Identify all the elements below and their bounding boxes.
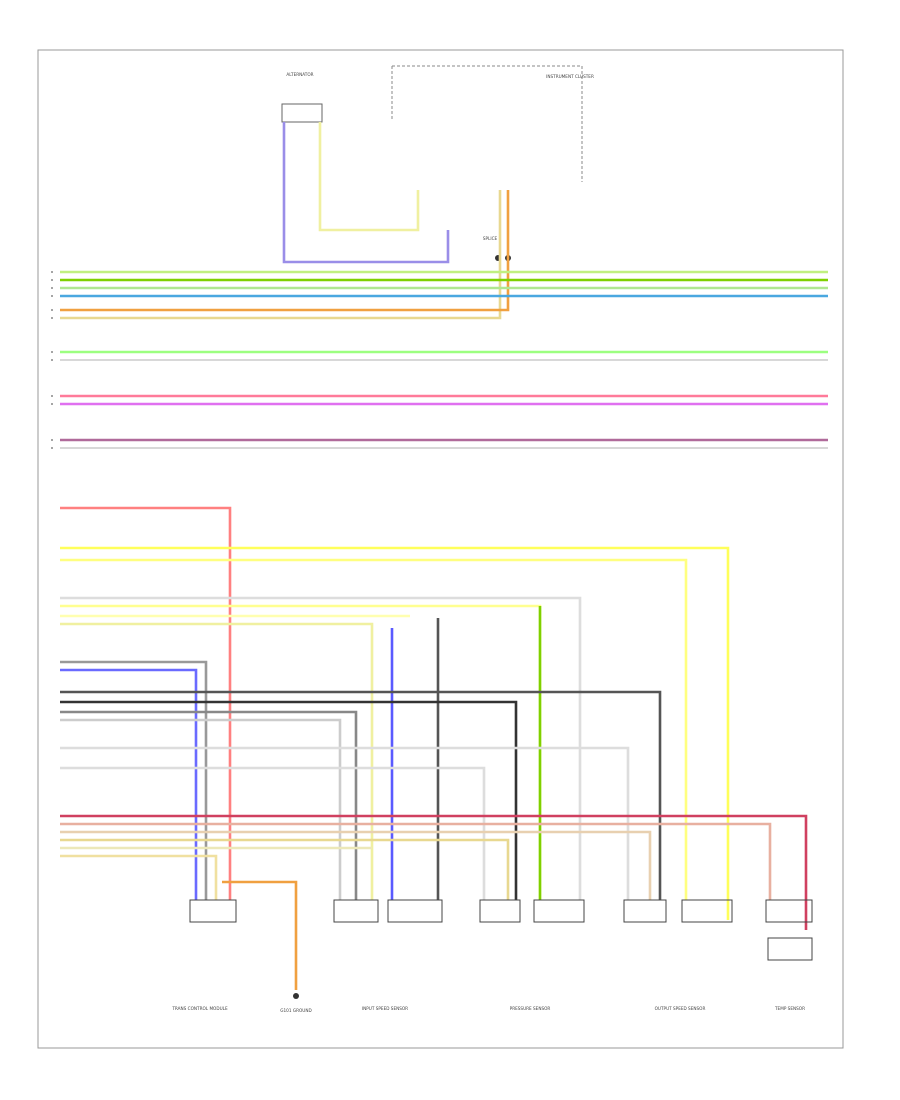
bus-wires <box>60 270 828 449</box>
diagram-frame <box>37 49 844 1049</box>
component-label-c5: OUTPUT SPEED SENSOR <box>655 1006 706 1011</box>
harness-wires <box>60 506 808 990</box>
splice-label: SPLICE <box>483 236 498 241</box>
top-wires <box>60 122 510 320</box>
component-label-c1: TRANS CONTROL MODULE <box>171 1006 228 1011</box>
alternator-label: ALTERNATOR <box>286 72 313 77</box>
component-label-c2: G101 GROUND <box>280 1008 311 1013</box>
instrument-cluster-label: INSTRUMENT CLUSTER <box>546 74 594 79</box>
component-label-c4: PRESSURE SENSOR <box>510 1006 551 1011</box>
left-wire-terminals <box>51 271 53 449</box>
component-label-c6: TEMP SENSOR <box>774 1006 805 1011</box>
component-label-c3: INPUT SPEED SENSOR <box>362 1006 408 1011</box>
alternator-connector <box>281 103 323 123</box>
ground-symbol <box>293 993 299 999</box>
bottom-connectors <box>189 899 813 961</box>
alternator-component: ALTERNATOR <box>281 72 323 123</box>
instrument-cluster-component: INSTRUMENT CLUSTER <box>391 65 594 182</box>
